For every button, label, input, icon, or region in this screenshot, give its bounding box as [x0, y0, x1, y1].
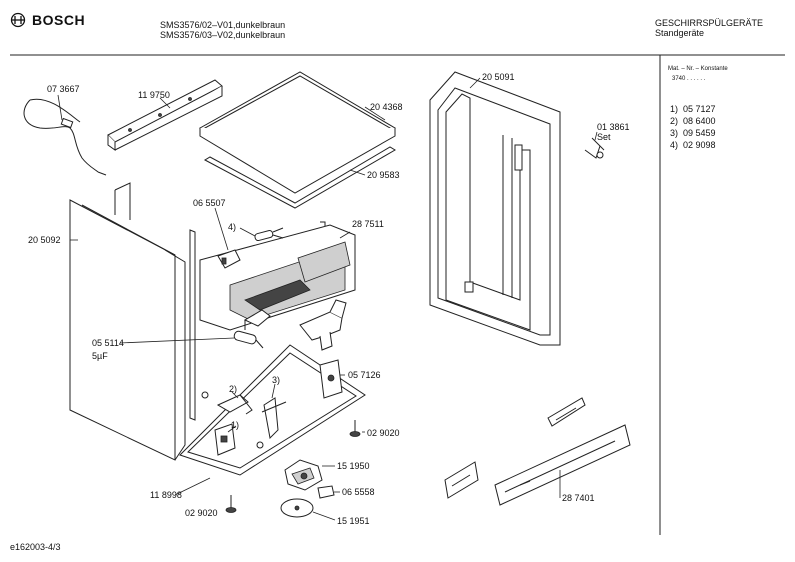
leader-205091: [469, 77, 481, 89]
leader-287511: [339, 231, 351, 239]
document-id: e162003-4/3: [10, 542, 61, 552]
label-287401: 28 7401: [562, 493, 595, 503]
leader-204368: [364, 106, 386, 121]
note-row-1: 1) 05 7127: [670, 104, 716, 114]
note-row-4: 4) 02 9098: [670, 140, 716, 150]
label-013861-set: Set: [597, 132, 611, 142]
component-note-2: [216, 394, 253, 415]
base-panel-287401: [444, 397, 631, 506]
label-065558: 06 5558: [342, 487, 375, 497]
component-note-4: [254, 227, 284, 242]
side-frame-205091: [429, 71, 561, 346]
label-209583: 20 9583: [367, 170, 400, 180]
screw-set-013861: [584, 137, 605, 159]
bracket-065507: [217, 249, 241, 269]
model-line-1: SMS3576/02–V01,dunkelbraun: [160, 20, 286, 30]
label-note-1: 1): [231, 420, 240, 430]
hose-connector: [299, 299, 347, 351]
component-note-1: [214, 423, 236, 456]
leader-013861: [594, 131, 598, 141]
label-055114-capacity: 5µF: [92, 351, 108, 361]
leader-151951: [312, 511, 336, 521]
side-panel-constant: 3740 . . . . . .: [672, 76, 706, 82]
level-switch-057126: [319, 359, 343, 399]
bosch-armature-icon: [10, 12, 26, 28]
leader-119750: [159, 97, 171, 109]
leader-065507: [214, 207, 229, 251]
label-note-2: 2): [229, 384, 238, 394]
side-panel-heading: Mat. – Nr. – Konstante: [668, 66, 728, 72]
side-panel-205092: [69, 182, 186, 461]
capacitor-055114: [233, 330, 264, 349]
note-row-3: 3) 09 5459: [670, 128, 716, 138]
cable-073667: [23, 98, 107, 176]
brand-logo: BOSCH: [10, 12, 85, 28]
leader-note-2: [231, 391, 239, 399]
label-119750: 11 9750: [138, 90, 170, 100]
label-029020-b: 02 9020: [185, 508, 218, 518]
label-151950: 15 1950: [337, 461, 370, 471]
leader-209583: [349, 169, 366, 176]
label-287511: 28 7511: [352, 219, 384, 229]
label-118998: 11 8998: [150, 490, 182, 500]
label-205091: 20 5091: [482, 72, 515, 82]
foot-029020-b: [225, 495, 237, 513]
worktop-204368: [199, 71, 396, 194]
brand-name: BOSCH: [32, 12, 86, 28]
note-row-2: 2) 08 6400: [670, 116, 716, 126]
foot-029020-a: [349, 420, 361, 437]
label-057126: 05 7126: [348, 370, 381, 380]
label-013861: 01 3861: [597, 122, 630, 132]
leader-note-1: [227, 425, 237, 433]
label-055114: 05 5114: [92, 338, 124, 348]
seal-209583: [203, 146, 396, 209]
label-029020-a: 02 9020: [367, 428, 400, 438]
subcategory-title: Standgeräte: [655, 28, 705, 38]
leader-note-4: [239, 227, 256, 237]
pump-151950: [284, 459, 323, 491]
label-205092: 20 5092: [28, 235, 61, 245]
part-065558: [317, 485, 335, 499]
label-note-3: 3): [272, 375, 281, 385]
label-065507: 06 5507: [193, 198, 226, 208]
label-204368: 20 4368: [370, 102, 403, 112]
rail-119750: [107, 79, 223, 151]
leader-118998: [174, 477, 211, 496]
tub-assembly-287511: [189, 221, 356, 421]
leader-073667: [57, 94, 63, 121]
component-note-3: [261, 397, 287, 440]
category-title: GESCHIRRSPÜLGERÄTE: [655, 18, 764, 28]
leader-055114: [119, 337, 235, 344]
label-073667: 07 3667: [47, 84, 80, 94]
label-151951: 15 1951: [337, 516, 370, 526]
label-note-4: 4): [228, 222, 237, 232]
model-line-2: SMS3576/03–V02,dunkelbraun: [160, 30, 286, 40]
leader-note-3: [271, 383, 276, 399]
